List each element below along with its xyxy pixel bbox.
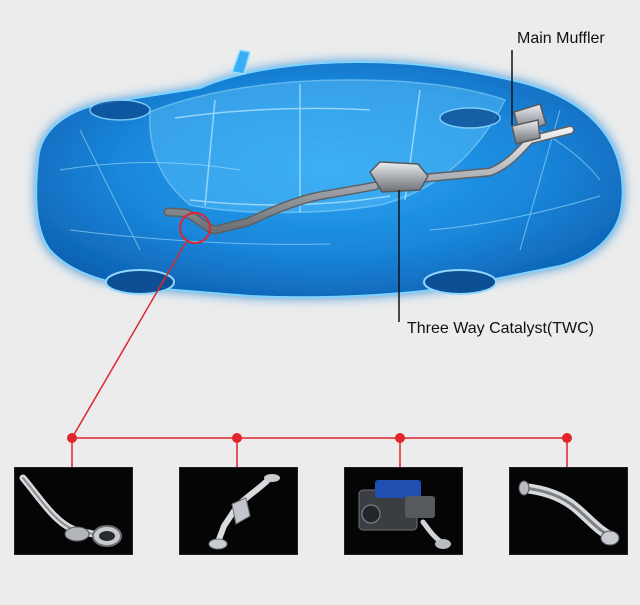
thumbnail-bent-pipe bbox=[509, 467, 628, 555]
callout-line bbox=[71, 241, 187, 439]
thumbnail-downpipe bbox=[14, 467, 133, 555]
callout-dot-3 bbox=[395, 433, 405, 443]
exhaust-downpipe-icon bbox=[19, 474, 122, 547]
callout-dot-4 bbox=[562, 433, 572, 443]
engine-icon bbox=[358, 480, 451, 549]
thumbnail-catalyst-pipe bbox=[179, 467, 298, 555]
downpipe-highlight-circle bbox=[179, 212, 211, 244]
three-way-catalyst-label: Three Way Catalyst(TWC) bbox=[407, 320, 594, 337]
main-muffler-label: Main Muffler bbox=[517, 30, 605, 47]
car-xray-image bbox=[35, 49, 624, 299]
thumbnail-engine bbox=[344, 467, 463, 555]
callout-dot-2 bbox=[232, 433, 242, 443]
exhaust-pipe-image bbox=[163, 103, 575, 235]
bent-pipe-icon bbox=[518, 480, 620, 546]
catalyst-pipe-icon bbox=[208, 474, 280, 550]
callout-dot-1 bbox=[67, 433, 77, 443]
